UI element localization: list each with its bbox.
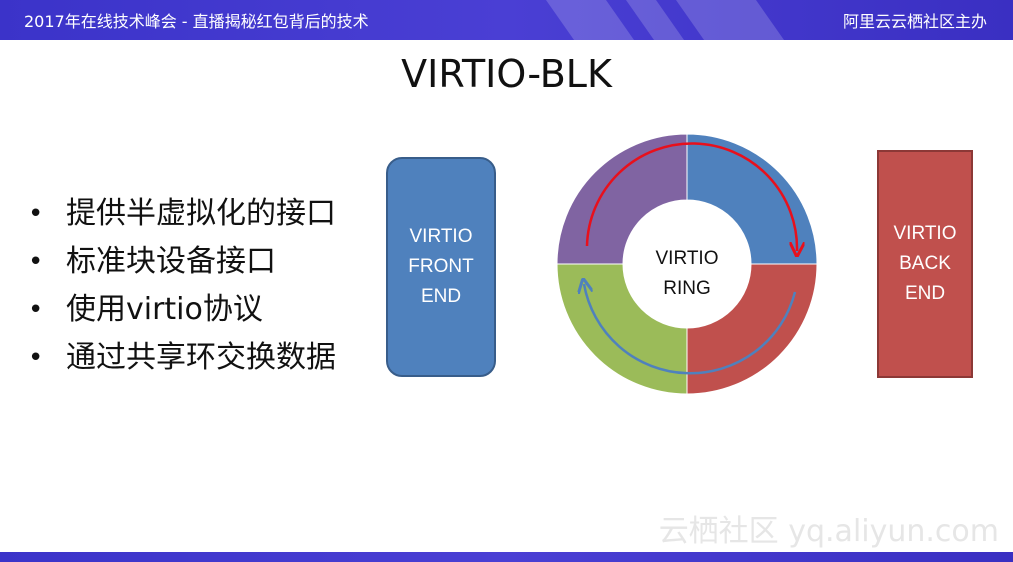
- bullet-item: • 提供半虚拟化的接口: [28, 190, 336, 238]
- bullet-dot: •: [28, 247, 44, 277]
- bullet-item: • 通过共享环交换数据: [28, 334, 336, 382]
- header-stripe: [625, 0, 685, 40]
- event-title: 2017年在线技术峰会 - 直播揭秘红包背后的技术: [24, 12, 369, 31]
- bullet-text: 使用virtio协议: [66, 292, 263, 327]
- virtio-front-end-box: VIRTIO FRONT END: [386, 157, 496, 377]
- organizer-label: 阿里云云栖社区主办: [842, 12, 987, 31]
- bullet-dot: •: [28, 295, 44, 325]
- bullet-item: • 标准块设备接口: [28, 238, 336, 286]
- bullet-list: • 提供半虚拟化的接口 • 标准块设备接口 • 使用virtio协议 • 通过共享环交换…: [28, 190, 336, 382]
- ring-arrow-red: [585, 142, 797, 251]
- virtio-back-end-box: VIRTIO BACK END: [877, 150, 973, 378]
- ring-arrow-blue: [584, 284, 797, 375]
- back-end-label: VIRTIO BACK END: [893, 223, 957, 304]
- ring-segment-red: [686, 263, 817, 394]
- header-stripe: [545, 0, 635, 40]
- watermark: 云栖社区 yq.aliyun.com: [658, 514, 999, 549]
- ring-segment-green: [557, 263, 688, 394]
- ring-label: VIRTIO RING: [655, 248, 719, 299]
- bullet-dot: •: [28, 343, 44, 373]
- header-bar: 2017年在线技术峰会 - 直播揭秘红包背后的技术 阿里云云栖社区主办: [0, 0, 1013, 40]
- footer-bar: [0, 552, 1013, 562]
- front-end-label: VIRTIO FRONT END: [408, 226, 474, 307]
- bullet-text: 提供半虚拟化的接口: [66, 196, 336, 231]
- bullet-text: 标准块设备接口: [66, 244, 276, 279]
- bullet-item: • 使用virtio协议: [28, 286, 336, 334]
- ring-segment-blue: [686, 134, 817, 265]
- virtio-ring-diagram: [557, 134, 817, 394]
- header-stripe: [675, 0, 785, 40]
- bullet-text: 通过共享环交换数据: [66, 340, 336, 375]
- bullet-dot: •: [28, 199, 44, 229]
- slide-title: VIRTIO-BLK: [401, 52, 612, 96]
